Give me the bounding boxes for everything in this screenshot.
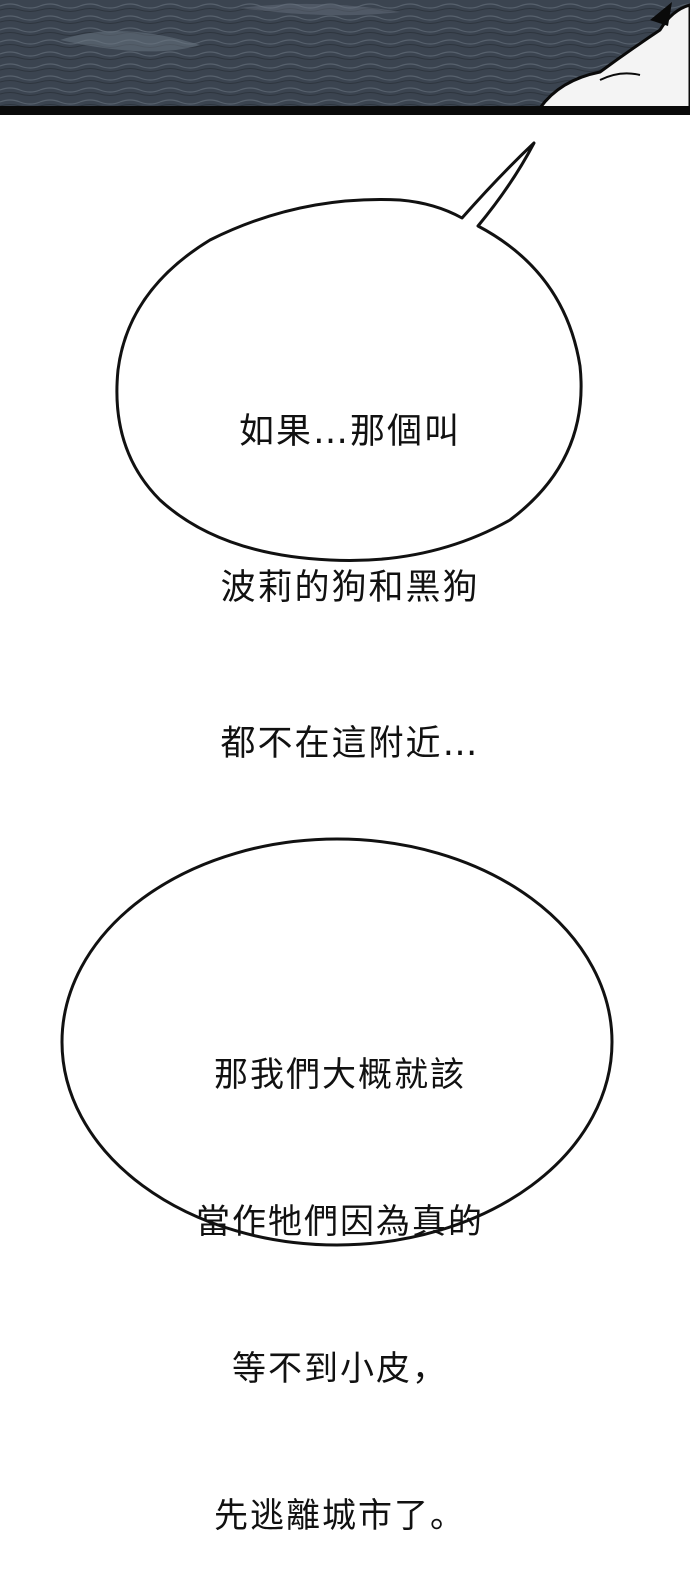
speech-line: 等不到小皮， bbox=[232, 1349, 448, 1389]
speech-line: 那我們大概就該 bbox=[214, 1055, 466, 1095]
speech-line: 都不在這附近… bbox=[220, 724, 480, 764]
speech-bubble-2-text: 那我們大概就該 當作牠們因為真的 等不到小皮， 先逃離城市了。 bbox=[160, 953, 520, 1590]
speech-bubble-1-shape bbox=[115, 141, 583, 562]
speech-line: 先逃離城市了。 bbox=[214, 1496, 466, 1536]
top-comic-panel bbox=[0, 0, 690, 115]
speech-bubble-2-shape bbox=[60, 837, 614, 1247]
speech-bubble-1-text: 如果…那個叫 波莉的狗和黑狗 都不在這附近… bbox=[180, 302, 520, 822]
speech-line: 波莉的狗和黑狗 bbox=[220, 568, 480, 608]
speech-line: 如果…那個叫 bbox=[238, 412, 461, 452]
water-texture-art bbox=[0, 0, 690, 115]
speech-line: 當作牠們因為真的 bbox=[196, 1202, 484, 1242]
